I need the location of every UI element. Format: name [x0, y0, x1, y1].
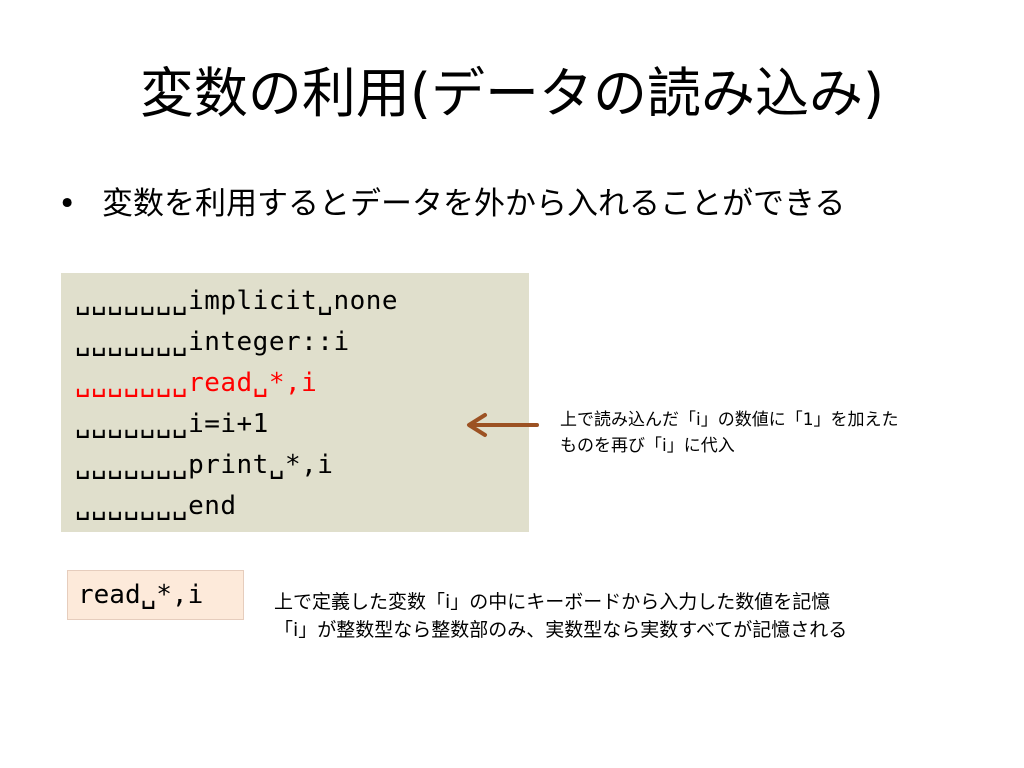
left-arrow-icon [467, 413, 539, 437]
annotation-note: 上で読み込んだ「i」の数値に「1」を加えた ものを再び「i」に代入 [560, 407, 899, 459]
bullet-point: • 変数を利用するとデータを外から入れることができる [58, 182, 845, 226]
annotation-line: ものを再び「i」に代入 [560, 436, 735, 456]
bullet-marker: • [58, 186, 77, 222]
code-line: ␣␣␣␣␣␣␣integer::i [75, 327, 350, 357]
bullet-text: 変数を利用するとデータを外から入れることができる [102, 186, 846, 222]
code-line-highlighted: ␣␣␣␣␣␣␣read␣*,i [75, 368, 318, 398]
read-statement-snippet: read␣*,i [67, 570, 244, 620]
description-line: 「i」が整数型なら整数部のみ、実数型なら実数すべてが記憶される [274, 619, 848, 641]
description-line: 上で定義した変数「i」の中にキーボードから入力した数値を記憶 [274, 591, 831, 613]
code-line: ␣␣␣␣␣␣␣print␣*,i [75, 450, 334, 480]
code-line: ␣␣␣␣␣␣␣i=i+1 [75, 409, 269, 439]
snippet-description: 上で定義した変数「i」の中にキーボードから入力した数値を記憶 「i」が整数型なら… [274, 588, 847, 644]
code-line: ␣␣␣␣␣␣␣implicit␣none [75, 286, 399, 316]
slide-title: 変数の利用(データの読み込み) [139, 62, 885, 125]
code-block: ␣␣␣␣␣␣␣implicit␣none ␣␣␣␣␣␣␣integer::i ␣… [61, 273, 529, 532]
code-line: ␣␣␣␣␣␣␣end [75, 491, 237, 521]
annotation-line: 上で読み込んだ「i」の数値に「1」を加えた [560, 410, 899, 430]
